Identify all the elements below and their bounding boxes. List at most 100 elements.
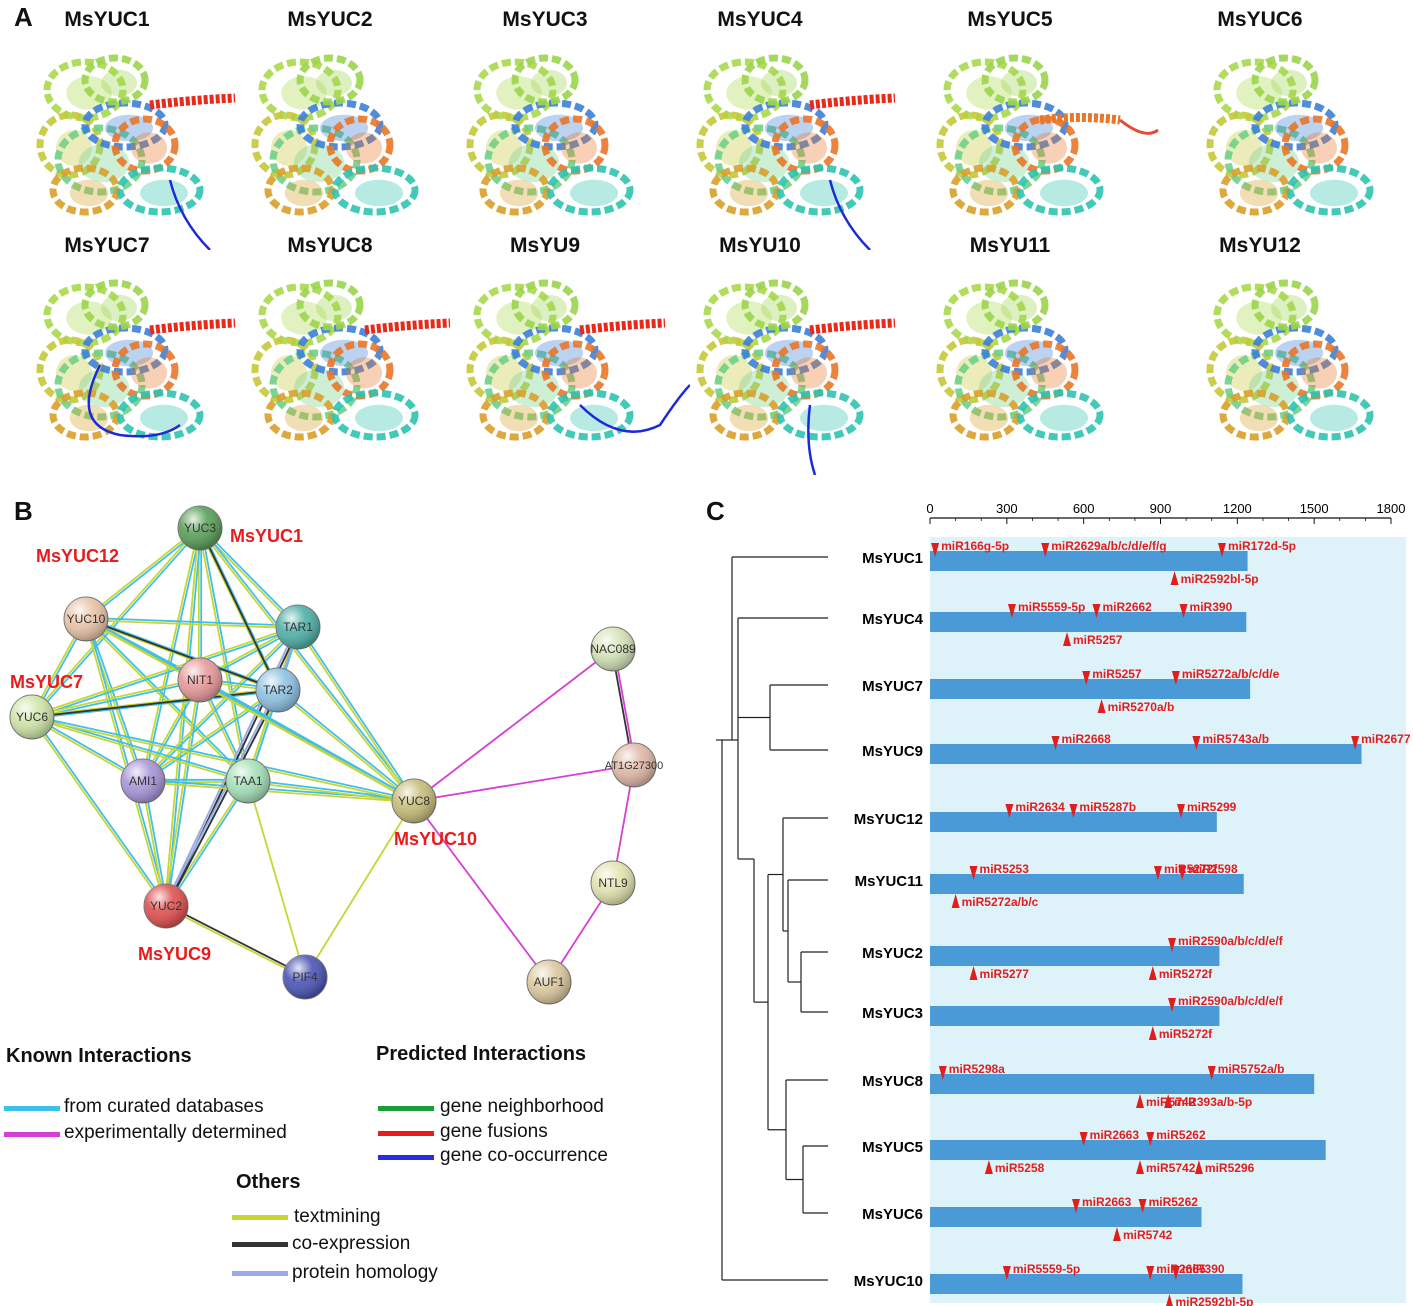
mirna-label: miR5287b (1079, 800, 1136, 814)
node-label: NIT1 (187, 673, 213, 687)
mirna-site-marker (1166, 1294, 1173, 1306)
network-edge (143, 528, 203, 782)
network-node: TAR1 (275, 604, 321, 650)
mirna-site-marker (1071, 1199, 1080, 1213)
network-node: AT1G27300 (605, 742, 663, 788)
mirna-site-marker (1146, 1266, 1155, 1280)
x-tick-label: 1500 (1300, 501, 1329, 516)
mirna-label: miR5559-5p (1013, 1262, 1080, 1276)
mirna-label: miR166g-5p (941, 539, 1009, 553)
gene-label: MsYUC2 (862, 945, 923, 962)
mirna-site-marker (1148, 1026, 1157, 1040)
mirna-label: miR5742 (1146, 1161, 1196, 1175)
network-edge (247, 780, 306, 978)
network-edge (32, 714, 415, 801)
mirna-label: miR2677 (1361, 732, 1411, 746)
mirna-label: miR5298a (949, 1062, 1005, 1076)
mirna-site-marker (984, 1160, 993, 1174)
neighborhood-label: gene neighborhood (440, 1096, 604, 1117)
network-node: NTL9 (590, 860, 636, 906)
mirna-site-marker (931, 543, 940, 557)
cooccurrence-label: gene co-occurrence (440, 1145, 608, 1166)
gene-length-bar (930, 1274, 1243, 1294)
panel-c-letter: C (706, 496, 725, 526)
network-edge (84, 619, 414, 803)
gene-label: MsYUC7 (862, 678, 923, 695)
homology-line (232, 1271, 288, 1276)
node-label: PIF4 (292, 970, 318, 984)
mirna-label: miR390 (1182, 1262, 1225, 1276)
protein-structure-image (936, 54, 1159, 216)
network-edge (86, 616, 299, 627)
mirna-site-marker (1168, 938, 1177, 952)
structure-label: MsYU9 (509, 234, 581, 257)
textmining-label: textmining (294, 1206, 381, 1227)
network-edge (85, 618, 279, 691)
mirna-site-marker (1005, 804, 1014, 818)
others-title: Others (236, 1171, 301, 1193)
node-label: YUC10 (67, 612, 106, 626)
mirna-label: miR5742 (1123, 1228, 1173, 1242)
mirna-site-marker (1176, 804, 1185, 818)
mirna-label: miR172d-5p (1228, 539, 1296, 553)
protein-structure-image (1206, 279, 1374, 441)
network-edge (200, 526, 300, 627)
protein-structure-image (36, 54, 236, 250)
network-node: YUC3 (177, 505, 223, 551)
network-edge (31, 687, 278, 717)
neighborhood-line (378, 1106, 434, 1111)
gene-label: MsYUC4 (862, 611, 924, 628)
predicted-interactions-title: Predicted Interactions (376, 1043, 587, 1065)
network-edge (86, 617, 250, 781)
mirna-label: miR393a/b-5p (1174, 1095, 1252, 1109)
network-edge (166, 680, 203, 907)
network-node: TAA1 (225, 758, 271, 804)
mirna-label: miR5258 (995, 1161, 1045, 1175)
node-label: TAA1 (233, 774, 262, 788)
mirna-site-marker (1168, 998, 1177, 1012)
mirna-site-marker (1171, 1266, 1180, 1280)
network-edge (140, 527, 200, 781)
mirna-label: miR390 (1190, 600, 1233, 614)
mirna-label: miR5257 (1073, 633, 1123, 647)
gene-length-bar (930, 946, 1220, 966)
network-edge (247, 781, 414, 804)
node-label: YUC6 (16, 710, 48, 724)
mirna-label: miR5272f (1164, 862, 1218, 876)
mirna-label: miR5559-5p (1018, 600, 1085, 614)
structure-label: MsYU11 (969, 234, 1051, 257)
network-edge (413, 648, 614, 802)
mirna-site-marker (1007, 604, 1016, 618)
mirna-label: miR5299 (1187, 800, 1237, 814)
mirna-site-marker (1207, 1066, 1216, 1080)
network-edge (413, 764, 635, 802)
gene-length-bar (930, 679, 1251, 699)
mirna-site-marker (1002, 1266, 1011, 1280)
network-edge (31, 625, 298, 717)
network-node: NIT1 (177, 657, 223, 703)
mirna-label: miR5272a/b/c/d/e (1182, 667, 1280, 681)
mirna-label: miR2668 (1061, 732, 1111, 746)
mirna-site-marker (938, 1066, 947, 1080)
mirna-site-marker (1148, 966, 1157, 980)
mirna-site-marker (1082, 671, 1091, 685)
mirna-site-marker (1164, 1094, 1173, 1108)
structure-label: MsYUC6 (1217, 8, 1303, 31)
textmining-line (232, 1215, 288, 1220)
mirna-site-marker (1136, 1160, 1145, 1174)
mirna-site-marker (951, 894, 960, 908)
mirna-label: miR5272a/b/c (962, 895, 1039, 909)
mirna-site-marker (1194, 1160, 1203, 1174)
x-tick-label: 0 (926, 501, 933, 516)
network-edge (141, 688, 278, 781)
mirna-site-marker (1079, 1132, 1088, 1146)
structure-label: MsYUC3 (502, 8, 588, 31)
mirna-label: miR2590a/b/c/d/e/f (1178, 994, 1284, 1008)
network-edge (199, 527, 279, 691)
ms-gene-label: MsYUC10 (394, 829, 477, 849)
mirna-site-marker (1351, 736, 1360, 750)
structure-label: MsYUC1 (64, 8, 150, 31)
network-edge (163, 679, 200, 906)
network-edge (32, 528, 202, 719)
gene-label: MsYUC9 (862, 743, 923, 760)
